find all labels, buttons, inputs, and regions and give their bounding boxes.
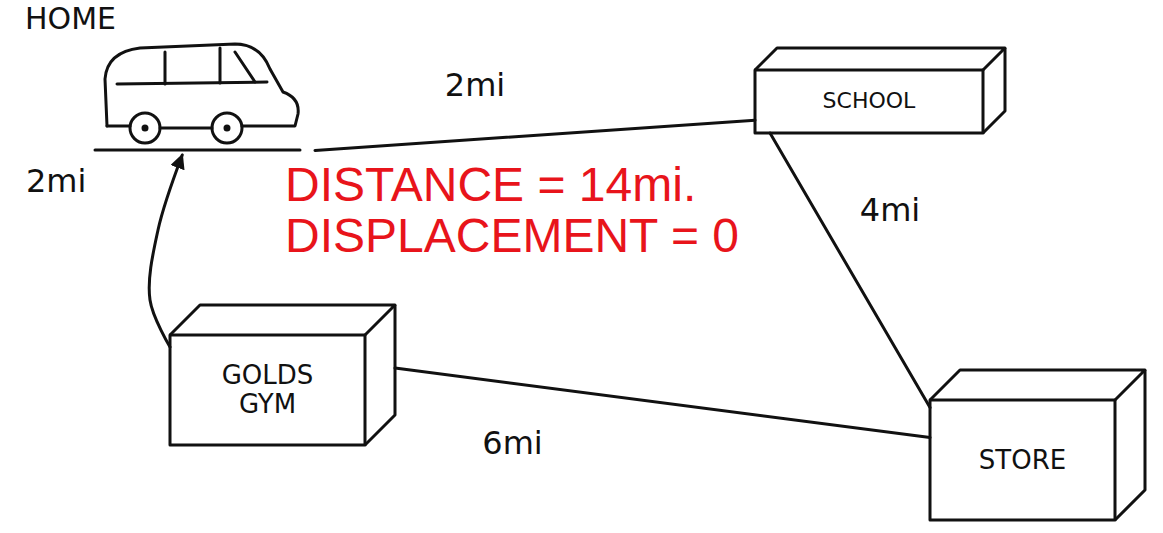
car-wheel: [130, 113, 160, 143]
building-box: GOLDS GYM: [170, 305, 395, 445]
note-text: DISTANCE = 14mi.: [285, 160, 696, 210]
node-face: GOLDS GYM: [170, 335, 365, 445]
route-line: [770, 133, 930, 408]
node-face: SCHOOL: [755, 70, 983, 133]
note-text: DISPLACEMENT = 0: [285, 211, 739, 261]
route-line: [315, 120, 755, 150]
car-window: [117, 82, 267, 84]
car-hub: [143, 126, 147, 130]
distance-label: 4mi: [857, 191, 923, 229]
distance-label: 2mi: [23, 162, 89, 200]
box-face: [365, 305, 395, 445]
node-face: HOME: [25, 2, 116, 35]
box-face: [983, 48, 1005, 133]
car-body: [107, 125, 130, 128]
box-face: [930, 370, 1145, 400]
building-box: SCHOOL: [755, 48, 1005, 133]
box-face: [755, 70, 983, 133]
home-node: HOME: [20, 2, 315, 155]
car-hub: [225, 126, 229, 130]
car-window: [165, 48, 255, 84]
route-line: [149, 155, 182, 347]
box-face: [170, 305, 395, 335]
car-drawing: [95, 44, 300, 150]
box-face: [755, 48, 1005, 70]
node-text: STORE: [979, 446, 1066, 475]
car-wheel: [212, 113, 242, 143]
ground-line: [95, 149, 300, 152]
car-body: [105, 44, 298, 126]
box-face: [1115, 370, 1145, 520]
node-face: STORE: [930, 400, 1115, 520]
building-box: STORE: [930, 370, 1145, 520]
box-face: [170, 335, 365, 445]
node-text: HOME: [25, 2, 116, 35]
distance-label: 6mi: [479, 424, 545, 462]
node-text: GOLDS GYM: [213, 361, 323, 418]
car-axle: [160, 127, 212, 130]
node-text: SCHOOL: [823, 89, 916, 113]
route-line: [395, 368, 930, 438]
box-face: [930, 400, 1115, 520]
distance-label: 2mi: [442, 66, 508, 104]
